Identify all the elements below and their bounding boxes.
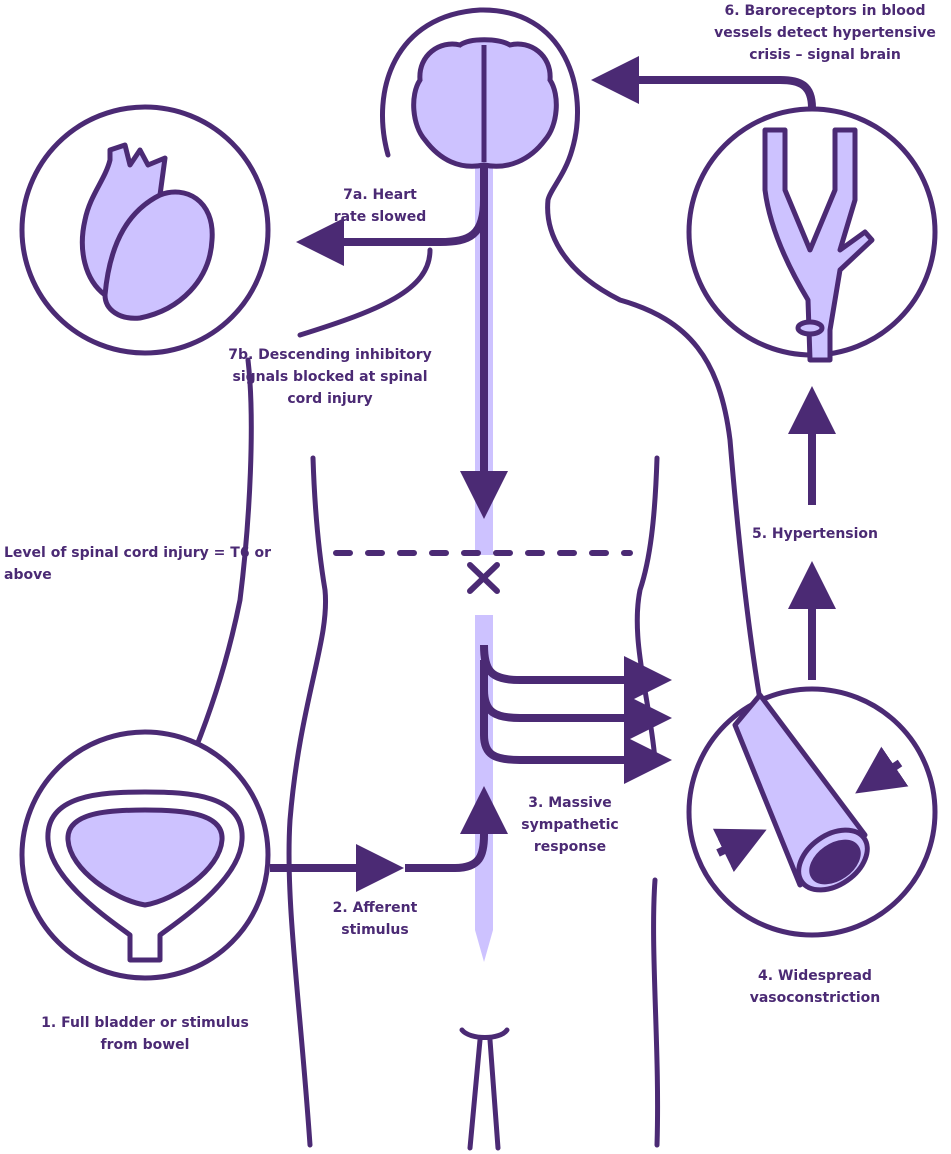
heart-rate-arrow (296, 199, 488, 266)
label-step1: 1. Full bladder or stimulus from bowel (41, 1015, 249, 1053)
label-step3: 3. Massive sympathetic response (521, 795, 619, 855)
body-outline (192, 7, 763, 1151)
label-step2: 2. Afferent stimulus (332, 900, 418, 938)
brain-icon (411, 37, 559, 169)
label-step6: 6. Baroreceptors in blood vessels detect… (714, 3, 936, 63)
constricted-vessel-icon (732, 692, 870, 893)
label-injury-level: Level of spinal cord injury = T6 or abov… (4, 545, 271, 583)
label-step5: 5. Hypertension (751, 526, 879, 542)
bladder-icon (45, 789, 245, 963)
label-step7b: 7b. Descending inhibitory signals blocke… (228, 347, 432, 407)
blood-vessel-branch-icon (762, 127, 875, 363)
heart-icon (79, 142, 215, 321)
signal-brain-arrow (591, 56, 816, 109)
label-step7a: 7a. Heart rate slowed (333, 187, 427, 225)
sympathetic-arrow-3 (480, 690, 672, 784)
injury-cross-icon (467, 562, 500, 594)
compression-arrows (712, 746, 909, 873)
sympathetic-arrow-2 (480, 660, 672, 742)
label-step4: 4. Widespread vasoconstriction (749, 968, 881, 1006)
sympathetic-arrow-1 (480, 644, 672, 704)
afferent-arrow-2 (405, 786, 508, 872)
